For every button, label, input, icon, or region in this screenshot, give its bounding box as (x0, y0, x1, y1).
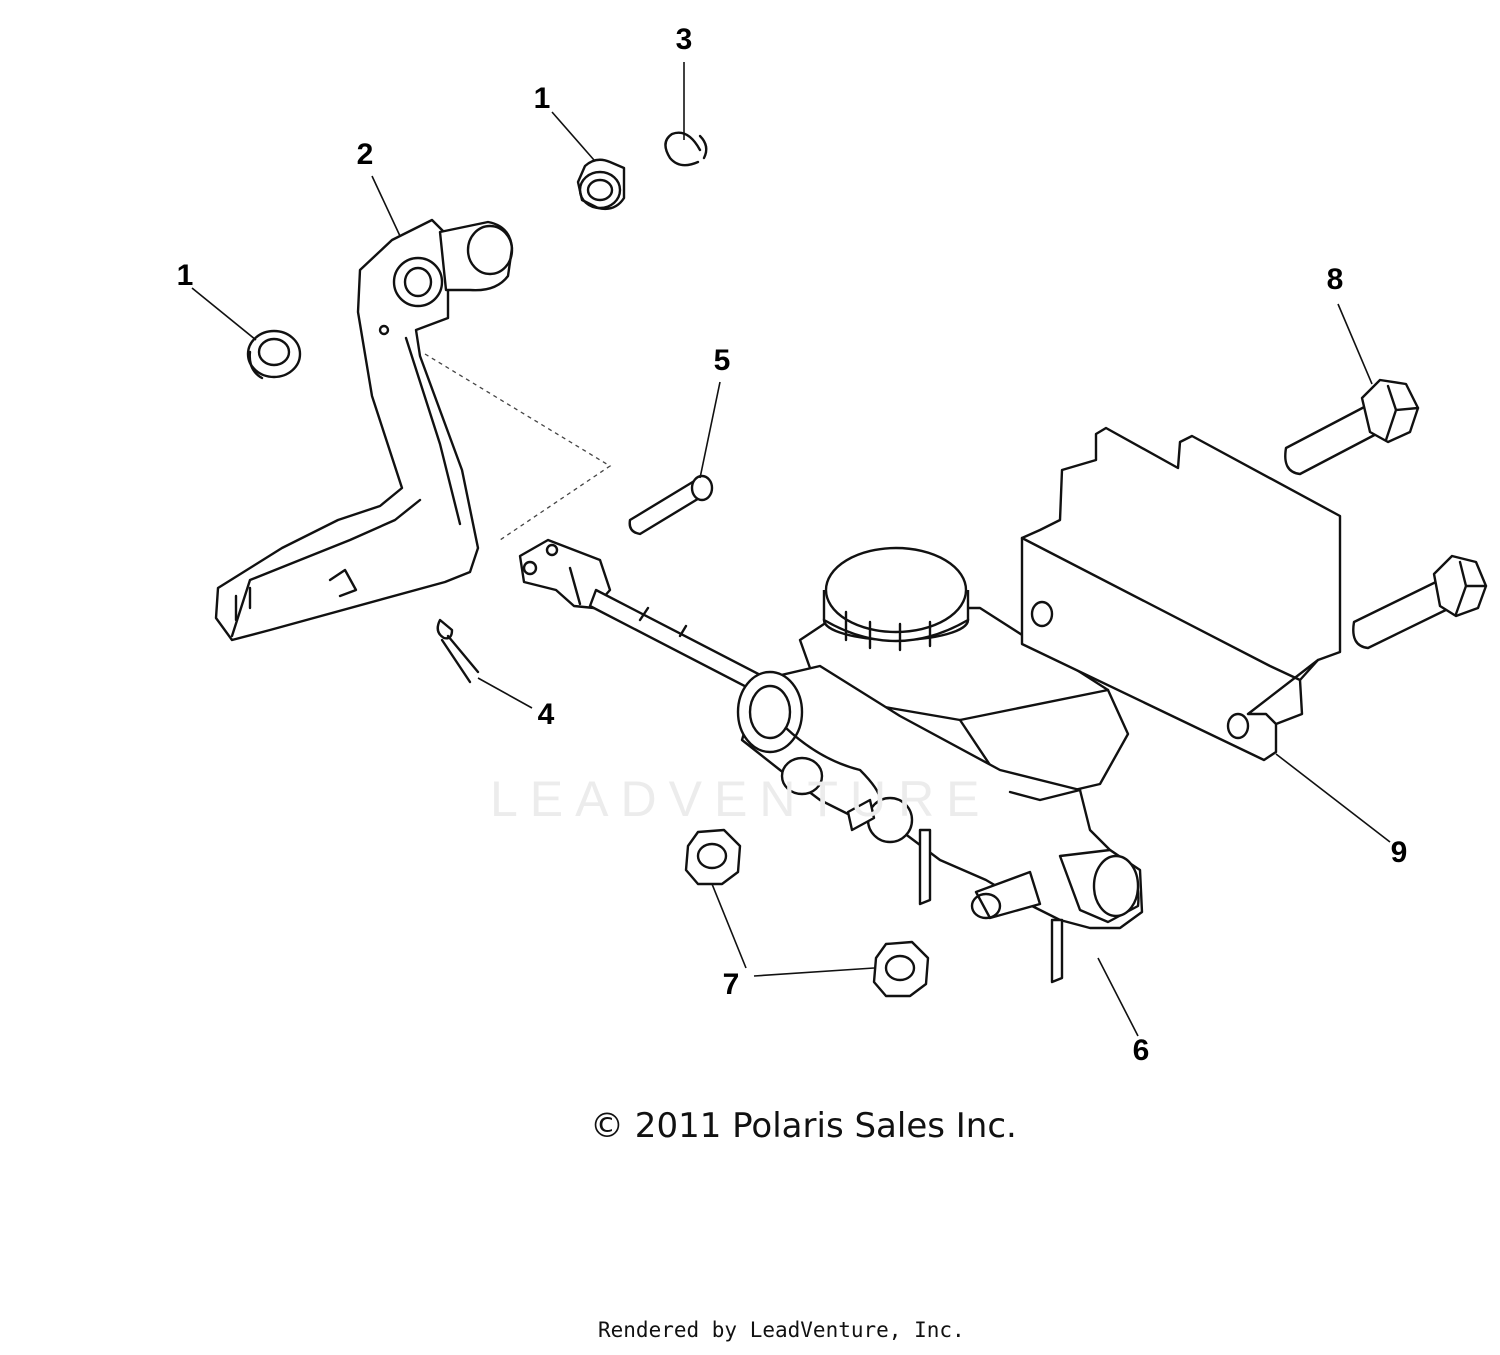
callout-7[interactable]: 7 (722, 968, 740, 1001)
callout-1-top[interactable]: 1 (533, 82, 551, 115)
callout-3[interactable]: 3 (675, 23, 693, 56)
callout-2[interactable]: 2 (356, 138, 374, 171)
callout-1-left[interactable]: 1 (176, 259, 194, 292)
rendered-by-credit: Rendered by LeadVenture, Inc. (598, 1318, 965, 1342)
part-bolt-upper[interactable] (1284, 378, 1420, 476)
watermark: LEADVENTURE (490, 771, 992, 827)
assembly-guide-line (424, 353, 612, 541)
part-nut-upper[interactable] (684, 828, 742, 886)
callout-6[interactable]: 6 (1132, 1034, 1150, 1067)
part-cotter-pin[interactable] (436, 618, 480, 684)
callout-8[interactable]: 8 (1326, 263, 1344, 296)
part-e-clip[interactable] (664, 131, 708, 167)
part-pushrod-clevis[interactable] (518, 538, 772, 698)
part-bolt-lower[interactable] (1352, 554, 1488, 650)
part-mounting-bracket[interactable] (1020, 426, 1342, 762)
part-bushing-left[interactable] (246, 329, 302, 380)
copyright-notice: © 2011 Polaris Sales Inc. (590, 1106, 1017, 1146)
leader-lines (191, 62, 1391, 1037)
callout-5[interactable]: 5 (713, 344, 731, 377)
part-bushing-top[interactable] (576, 158, 626, 211)
part-nut-lower[interactable] (872, 940, 930, 998)
callout-4[interactable]: 4 (537, 698, 555, 731)
part-brake-pedal[interactable] (214, 218, 514, 642)
part-clevis-pin[interactable] (628, 474, 714, 536)
callout-9[interactable]: 9 (1390, 836, 1408, 869)
